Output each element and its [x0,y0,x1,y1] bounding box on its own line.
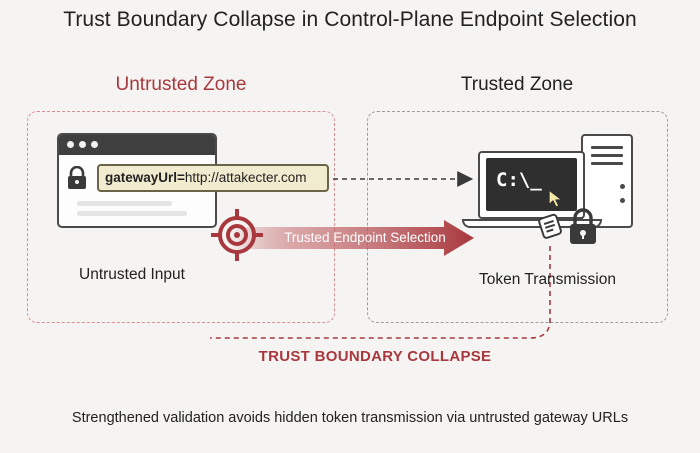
trusted-endpoint-selection-label: Trusted Endpoint Selection [284,230,446,245]
target-icon [211,209,263,261]
monitor-screen: C:\_ [486,158,577,211]
laptop-base [462,219,602,228]
window-dot-icon [91,141,98,148]
terminal-prompt: C:\_ [496,169,542,191]
window-dot-icon [79,141,86,148]
gateway-url-field[interactable]: gatewayUrl=http://attakecter.com [97,164,329,192]
token-icon [538,213,562,239]
terminal-monitor-icon: C:\_ [478,151,585,219]
collapse-dashed-path [210,246,551,339]
server-led [620,184,625,189]
untrusted-input-label: Untrusted Input [79,266,185,283]
url-param-key: gatewayUrl= [105,170,185,185]
trusted-zone-box [367,111,668,323]
padlock-icon [570,208,596,244]
browser-titlebar [59,135,215,155]
trusted-zone-title: Trusted Zone [460,74,574,95]
untrusted-zone-title: Untrusted Zone [115,74,247,95]
untrusted-zone-box [27,111,335,323]
server-slot [591,162,623,165]
token-transmission-label: Token Transmission [479,271,616,288]
placeholder-line [77,211,187,216]
placeholder-line [77,201,172,206]
lock-icon [68,166,86,189]
server-led [620,198,625,203]
cursor-icon [548,189,563,208]
trust-boundary-collapse-label: TRUST BOUNDARY COLLAPSE [258,348,492,365]
server-slot [591,146,623,149]
diagram-title: Trust Boundary Collapse in Control-Plane… [63,8,637,31]
footer-caption: Strengthened validation avoids hidden to… [71,410,629,426]
url-param-value: http://attakecter.com [184,170,307,185]
server-slot [591,154,623,157]
window-dot-icon [67,141,74,148]
trusted-endpoint-arrow [228,220,474,256]
